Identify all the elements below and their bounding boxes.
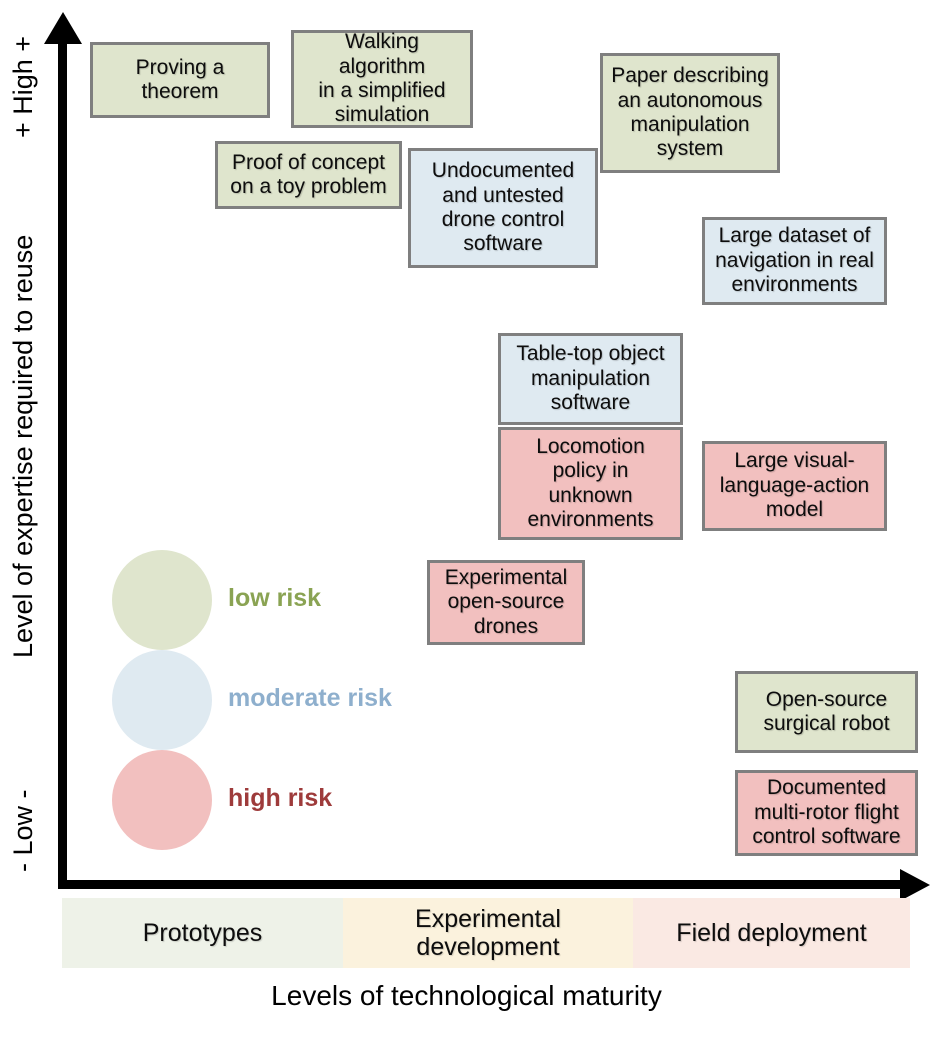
y-axis-high-label: + High + <box>8 35 38 138</box>
legend-swatch-moderate-icon <box>112 650 212 750</box>
y-axis-title: Level of expertise required to reuse <box>8 234 38 658</box>
y-axis-arrowhead-icon <box>44 12 82 44</box>
legend-label: moderate risk <box>228 684 392 712</box>
x-axis-arrowhead-icon <box>900 869 930 901</box>
y-axis-low-label: - Low - <box>8 789 38 872</box>
legend-label: low risk <box>228 584 322 612</box>
x-axis-title: Levels of technological maturity <box>271 980 662 1011</box>
legend-swatch-high-icon <box>112 750 212 850</box>
x-axis-line <box>58 880 910 889</box>
maturity-segment-prototypes[interactable]: Prototypes <box>62 898 343 968</box>
y-axis-line <box>58 40 67 889</box>
legend-swatch-low-icon <box>112 550 212 650</box>
maturity-segment-field-deployment[interactable]: Field deployment <box>633 898 910 968</box>
legend-label: high risk <box>228 784 333 812</box>
